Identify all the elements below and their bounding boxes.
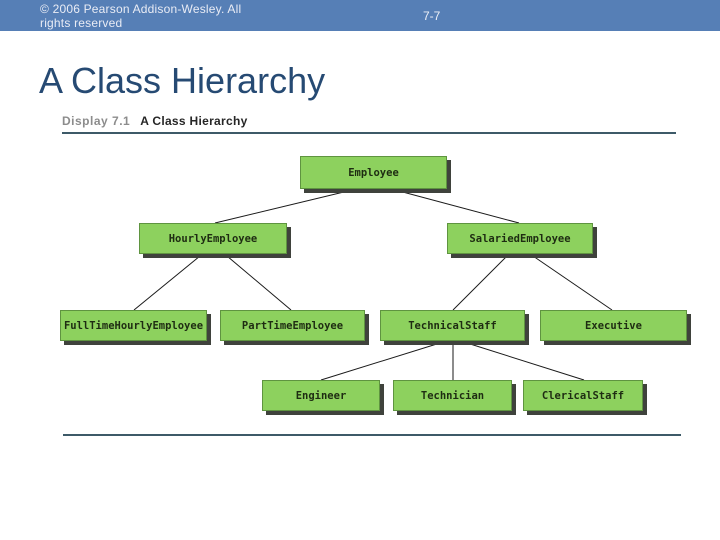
diagram-node-salariedemployee: SalariedEmployee — [447, 223, 593, 254]
diagram-node-parttimeemployee: PartTimeEmployee — [220, 310, 365, 341]
diagram-node-engineer: Engineer — [262, 380, 380, 411]
diagram-node-executive: Executive — [540, 310, 687, 341]
edge-line — [214, 190, 349, 224]
edge-line — [466, 342, 585, 381]
copyright-text: © 2006 Pearson Addison-Wesley. All right… — [40, 2, 242, 30]
header-bar: © 2006 Pearson Addison-Wesley. All right… — [0, 0, 720, 31]
page-number: 7-7 — [423, 9, 441, 23]
figure-caption: Display 7.1 A Class Hierarchy — [62, 114, 248, 128]
page-title: A Class Hierarchy — [39, 60, 326, 101]
diagram-node-fulltimehourlyemployee: FullTimeHourlyEmployee — [60, 310, 207, 341]
top-rule-divider — [62, 132, 676, 134]
edge-line — [320, 342, 441, 381]
diagram-node-technicalstaff: TechnicalStaff — [380, 310, 525, 341]
figure-display-title: A Class Hierarchy — [140, 114, 248, 128]
edge-line — [133, 255, 201, 311]
edge-line — [226, 255, 292, 311]
diagram-node-hourlyemployee: HourlyEmployee — [139, 223, 287, 254]
edge-line — [452, 255, 508, 311]
diagram-node-clericalstaff: ClericalStaff — [523, 380, 643, 411]
figure-display-label: Display 7.1 — [62, 114, 131, 128]
bottom-rule-divider — [63, 434, 681, 436]
diagram-node-employee: Employee — [300, 156, 447, 189]
diagram-node-technician: Technician — [393, 380, 512, 411]
edge-line — [532, 255, 613, 311]
edge-line — [398, 190, 520, 224]
